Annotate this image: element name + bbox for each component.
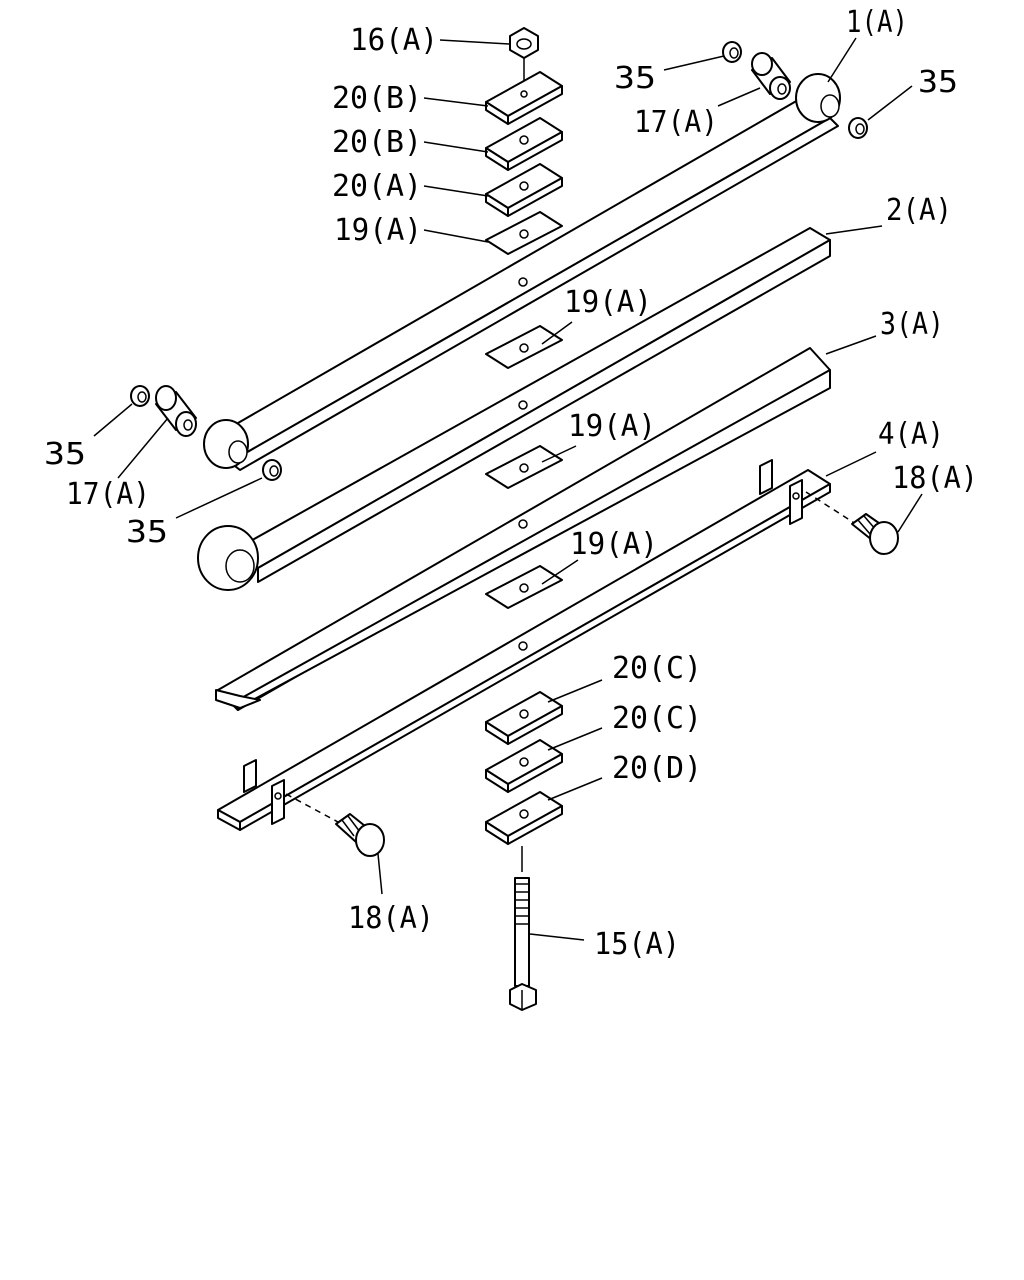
callout-20c-first: 20(C) [612,651,702,686]
callout-2a: 2(A) [886,193,952,228]
leaf-4-rebound-leaf [217,459,831,831]
shim-20b-second [485,117,563,171]
washer-35-top-right [848,117,868,139]
callout-20b-second: 20(B) [332,125,422,160]
callout-35-top-right: 35 [918,65,958,100]
pad-19a-leaf2 [485,325,563,369]
callout-labels: 16(A) 20(B) 20(B) 20(A) 19(A) 35 17(A) 1… [44,5,978,962]
pad-19a-leaf3 [485,445,563,489]
callout-20a: 20(A) [332,169,422,204]
callout-20d: 20(D) [612,751,702,786]
callout-20c-second: 20(C) [612,701,702,736]
leader-lines [93,37,923,941]
pad-19a-top [485,211,563,255]
callout-4a: 4(A) [878,417,944,452]
shim-20c-first [485,691,563,745]
leaf-3 [215,347,831,711]
callout-17a-left: 17(A) [66,477,150,512]
bushing-17a-left [155,385,197,437]
bushing-17a-top [751,52,791,100]
callout-1a: 1(A) [846,5,908,40]
washer-35-left-lower [262,459,282,481]
callout-3a: 3(A) [880,307,944,342]
clip-bolt-18a-right [805,491,899,555]
leaf-2 [197,227,831,591]
shim-20a [485,163,563,217]
clip-bolt-18a-left [285,793,385,857]
center-bolt-15a [509,877,537,1011]
washer-35-top-left [722,41,742,63]
callout-15a: 15(A) [594,927,680,962]
shim-20c-second [485,739,563,793]
callout-35-left: 35 [44,437,86,472]
leaf-1-main-leaf [203,73,841,471]
callout-35-left-lower: 35 [126,515,168,550]
callout-35-top-left: 35 [614,61,656,96]
callout-18a-right: 18(A) [892,461,978,496]
shim-20d [485,791,563,845]
callout-20b-top: 20(B) [332,81,422,116]
shim-20b-top [485,71,563,125]
callout-19a-leaf3: 19(A) [568,409,656,444]
washer-35-left [130,385,150,407]
nut-16a [509,27,539,59]
callout-18a-left: 18(A) [348,901,434,936]
callout-19a-leaf4: 19(A) [570,527,658,562]
callout-19a-leaf2: 19(A) [564,285,652,320]
callout-16a: 16(A) [350,23,438,58]
pad-19a-leaf4 [485,565,563,609]
callout-17a-top: 17(A) [634,105,718,140]
callout-19a-top: 19(A) [334,213,422,248]
